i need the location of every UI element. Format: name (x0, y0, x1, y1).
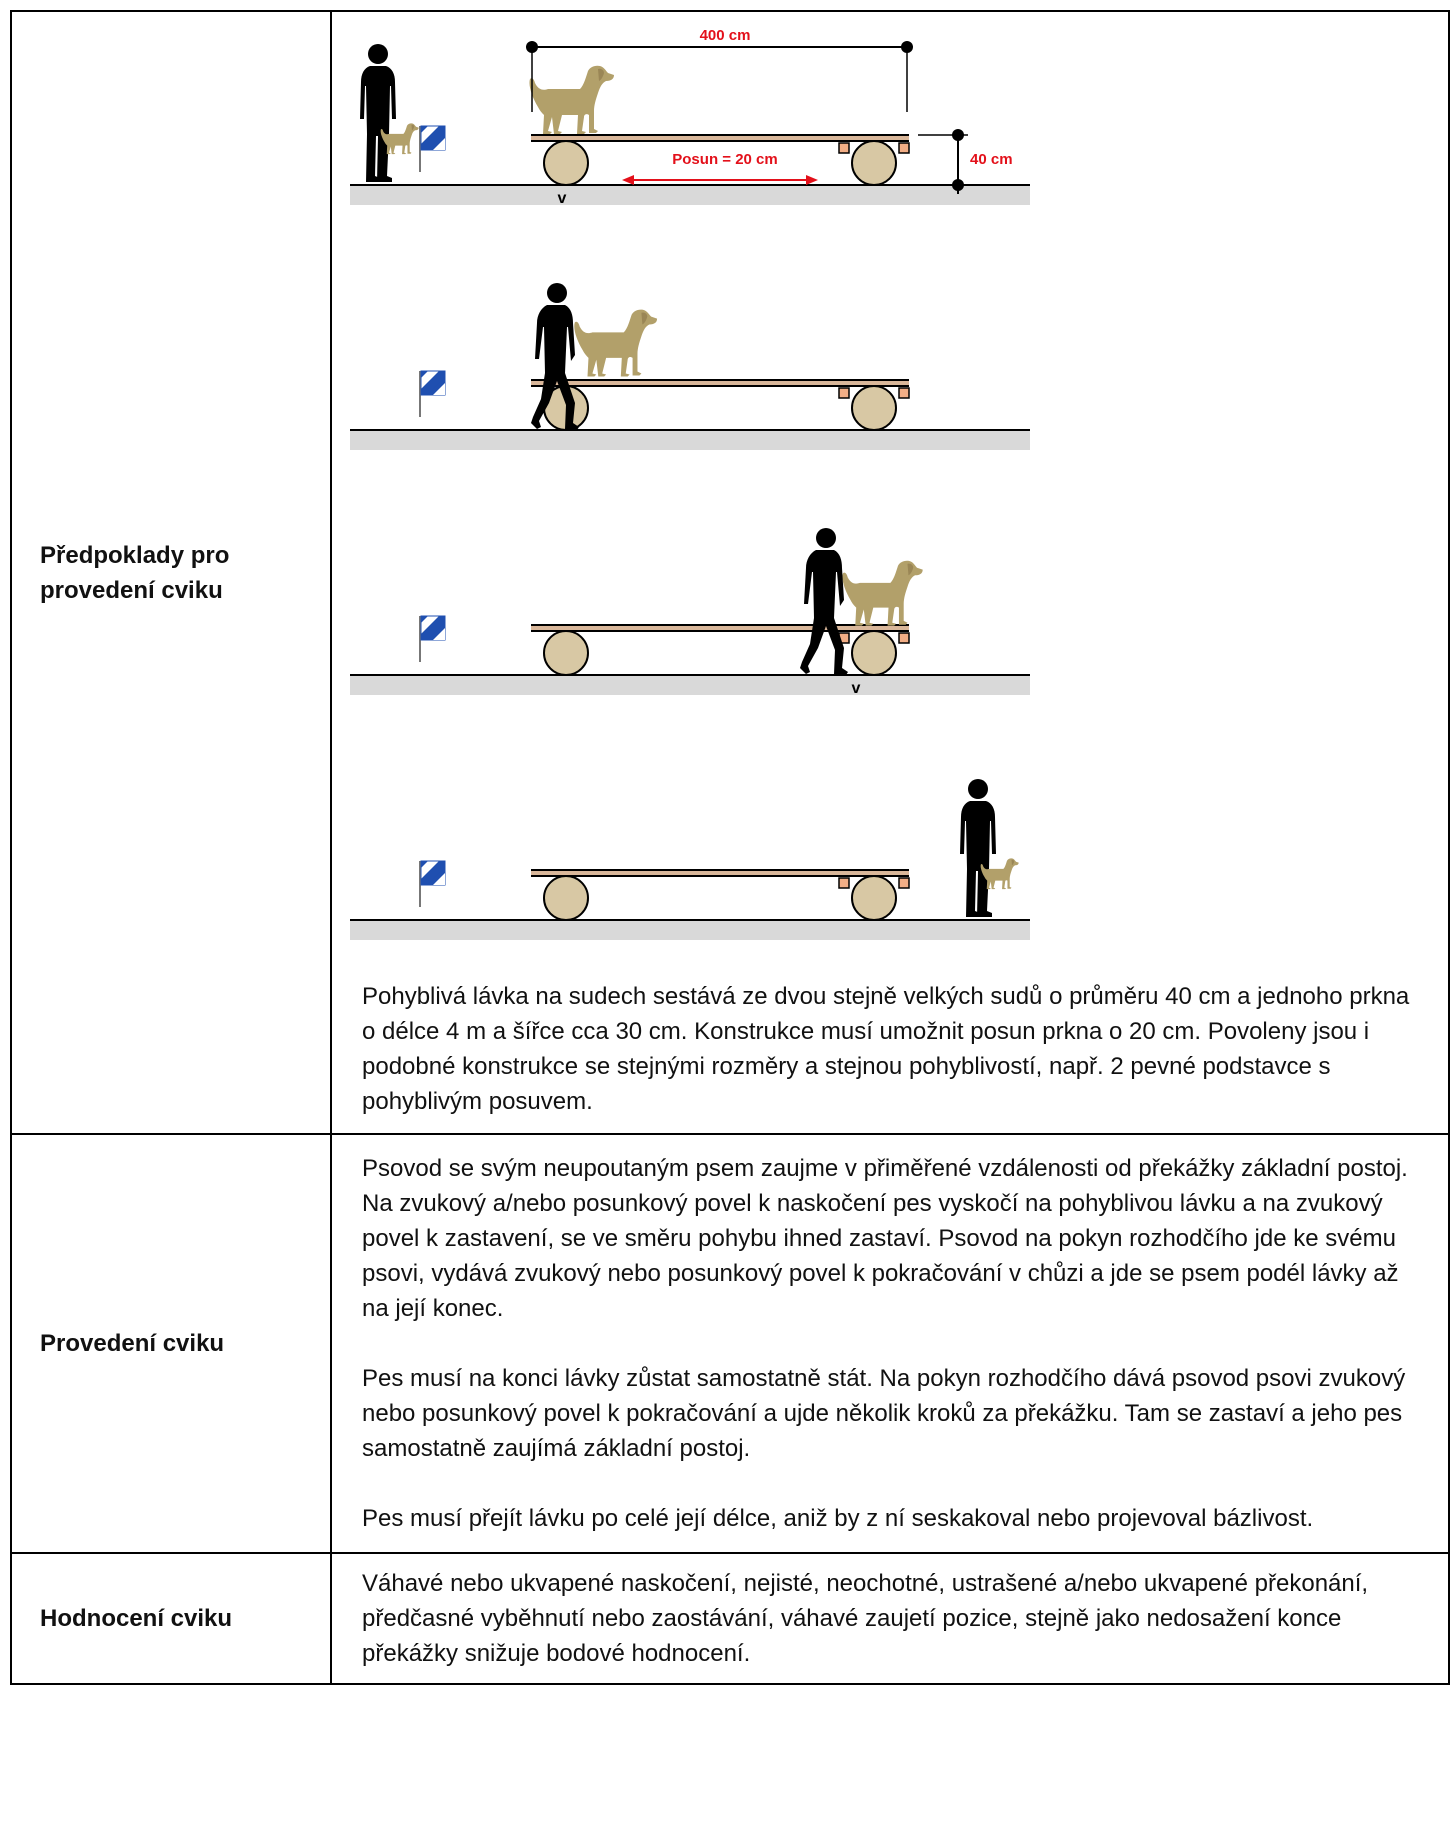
diagram-panel-4 (350, 779, 1031, 941)
provedeni-paragraph-1: Psovod se svým neupoutaným psem zaujme v… (362, 1155, 1408, 1322)
start-flag-icon (419, 370, 446, 418)
diagram-panel-1: 400 cm 40 cm Posun = 20 cm v (350, 27, 1031, 207)
diagram-panel-3: v (350, 528, 1031, 697)
row-content-provedeni: Psovod se svým neupoutaným psem zaujme v… (330, 1133, 1450, 1554)
row-label-hodnoceni: Hodnocení cviku (10, 1552, 332, 1685)
provedeni-paragraph-2: Pes musí na konci lávky zůstat samostatn… (362, 1365, 1406, 1462)
provedeni-paragraph-3: Pes musí přejít lávku po celé její délce… (362, 1505, 1314, 1532)
row-content-hodnoceni: Váhavé nebo ukvapené naskočení, nejisté,… (330, 1552, 1450, 1685)
predpoklady-text: Pohyblivá lávka na sudech sestává ze dvo… (362, 983, 1410, 1115)
marker-v1: v (558, 190, 567, 207)
dimension-height-label: 40 cm (970, 151, 1013, 168)
row-provedeni: Provedení cviku Psovod se svým neupoutan… (10, 1133, 1450, 1554)
start-flag-icon (419, 860, 446, 908)
handler-silhouette (360, 44, 396, 182)
dog-on-board (842, 560, 923, 626)
hodnoceni-text: Váhavé nebo ukvapené naskočení, nejisté,… (362, 1570, 1369, 1667)
obstacle-diagram: 400 cm 40 cm Posun = 20 cm v (350, 27, 1031, 941)
row-hodnoceni: Hodnocení cviku Váhavé nebo ukvapené nas… (10, 1552, 1450, 1685)
diagram-panel-2 (350, 283, 1031, 451)
row-label-predpoklady: Předpoklady pro provedení cviku (10, 10, 332, 1135)
row-label-provedeni: Provedení cviku (10, 1133, 332, 1554)
dimension-length-label: 400 cm (700, 27, 751, 44)
row-content-predpoklady: 400 cm 40 cm Posun = 20 cm v (330, 10, 1450, 1135)
dog-on-board (574, 309, 658, 377)
start-flag-icon (419, 615, 446, 663)
handler-silhouette (800, 528, 848, 675)
handler-silhouette (960, 779, 996, 917)
marker-v2: v (852, 680, 861, 697)
shift-label: Posun = 20 cm (672, 151, 777, 168)
exercise-table: Předpoklady pro provedení cviku (10, 10, 1450, 1685)
dog-on-board (529, 65, 614, 135)
start-flag-icon (419, 125, 446, 173)
row-predpoklady: Předpoklady pro provedení cviku (10, 10, 1450, 1135)
